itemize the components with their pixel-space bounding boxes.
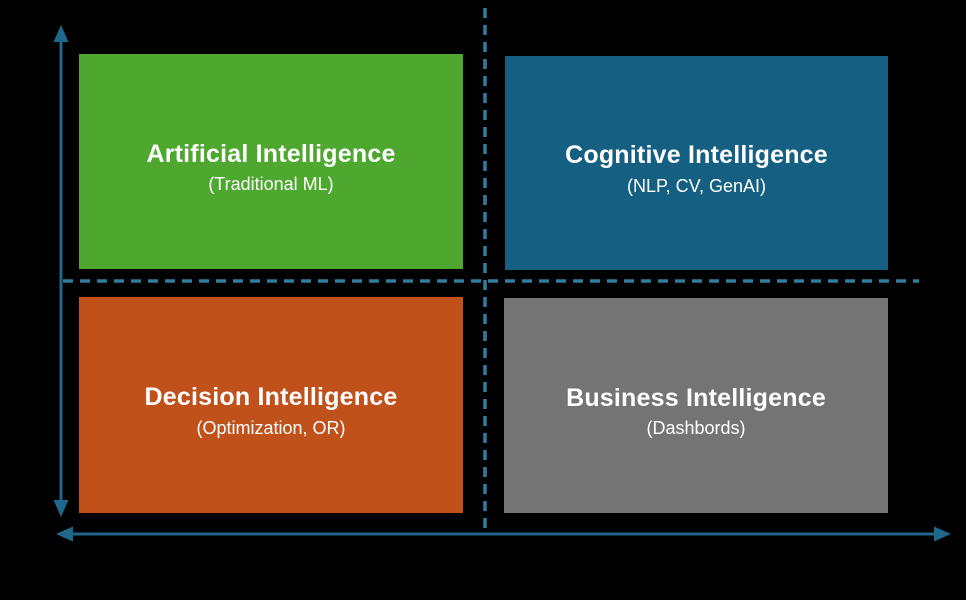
quadrant-artificial-intelligence: Artificial Intelligence (Traditional ML) [79, 54, 463, 269]
quadrant-title: Business Intelligence [566, 383, 826, 412]
x-axis-arrow-left-icon [56, 526, 73, 542]
quadrant-decision-intelligence: Decision Intelligence (Optimization, OR) [79, 297, 463, 513]
y-axis-arrow-down-icon [53, 500, 69, 517]
quadrant-title: Decision Intelligence [144, 383, 398, 412]
quadrant-subtitle: (NLP, CV, GenAI) [626, 175, 767, 196]
quadrant-title: Artificial Intelligence [146, 139, 396, 168]
quadrant-subtitle: (Traditional ML) [208, 174, 334, 195]
y-axis-arrow-up-icon [53, 25, 69, 42]
x-axis-arrow-right-icon [934, 526, 951, 542]
quadrant-subtitle: (Optimization, OR) [196, 417, 346, 438]
quadrant-cognitive-intelligence: Cognitive Intelligence (NLP, CV, GenAI) [505, 56, 888, 270]
quadrant-title: Cognitive Intelligence [565, 141, 828, 170]
quadrant-business-intelligence: Business Intelligence (Dashbords) [504, 298, 888, 513]
quadrant-subtitle: (Dashbords) [646, 418, 746, 439]
